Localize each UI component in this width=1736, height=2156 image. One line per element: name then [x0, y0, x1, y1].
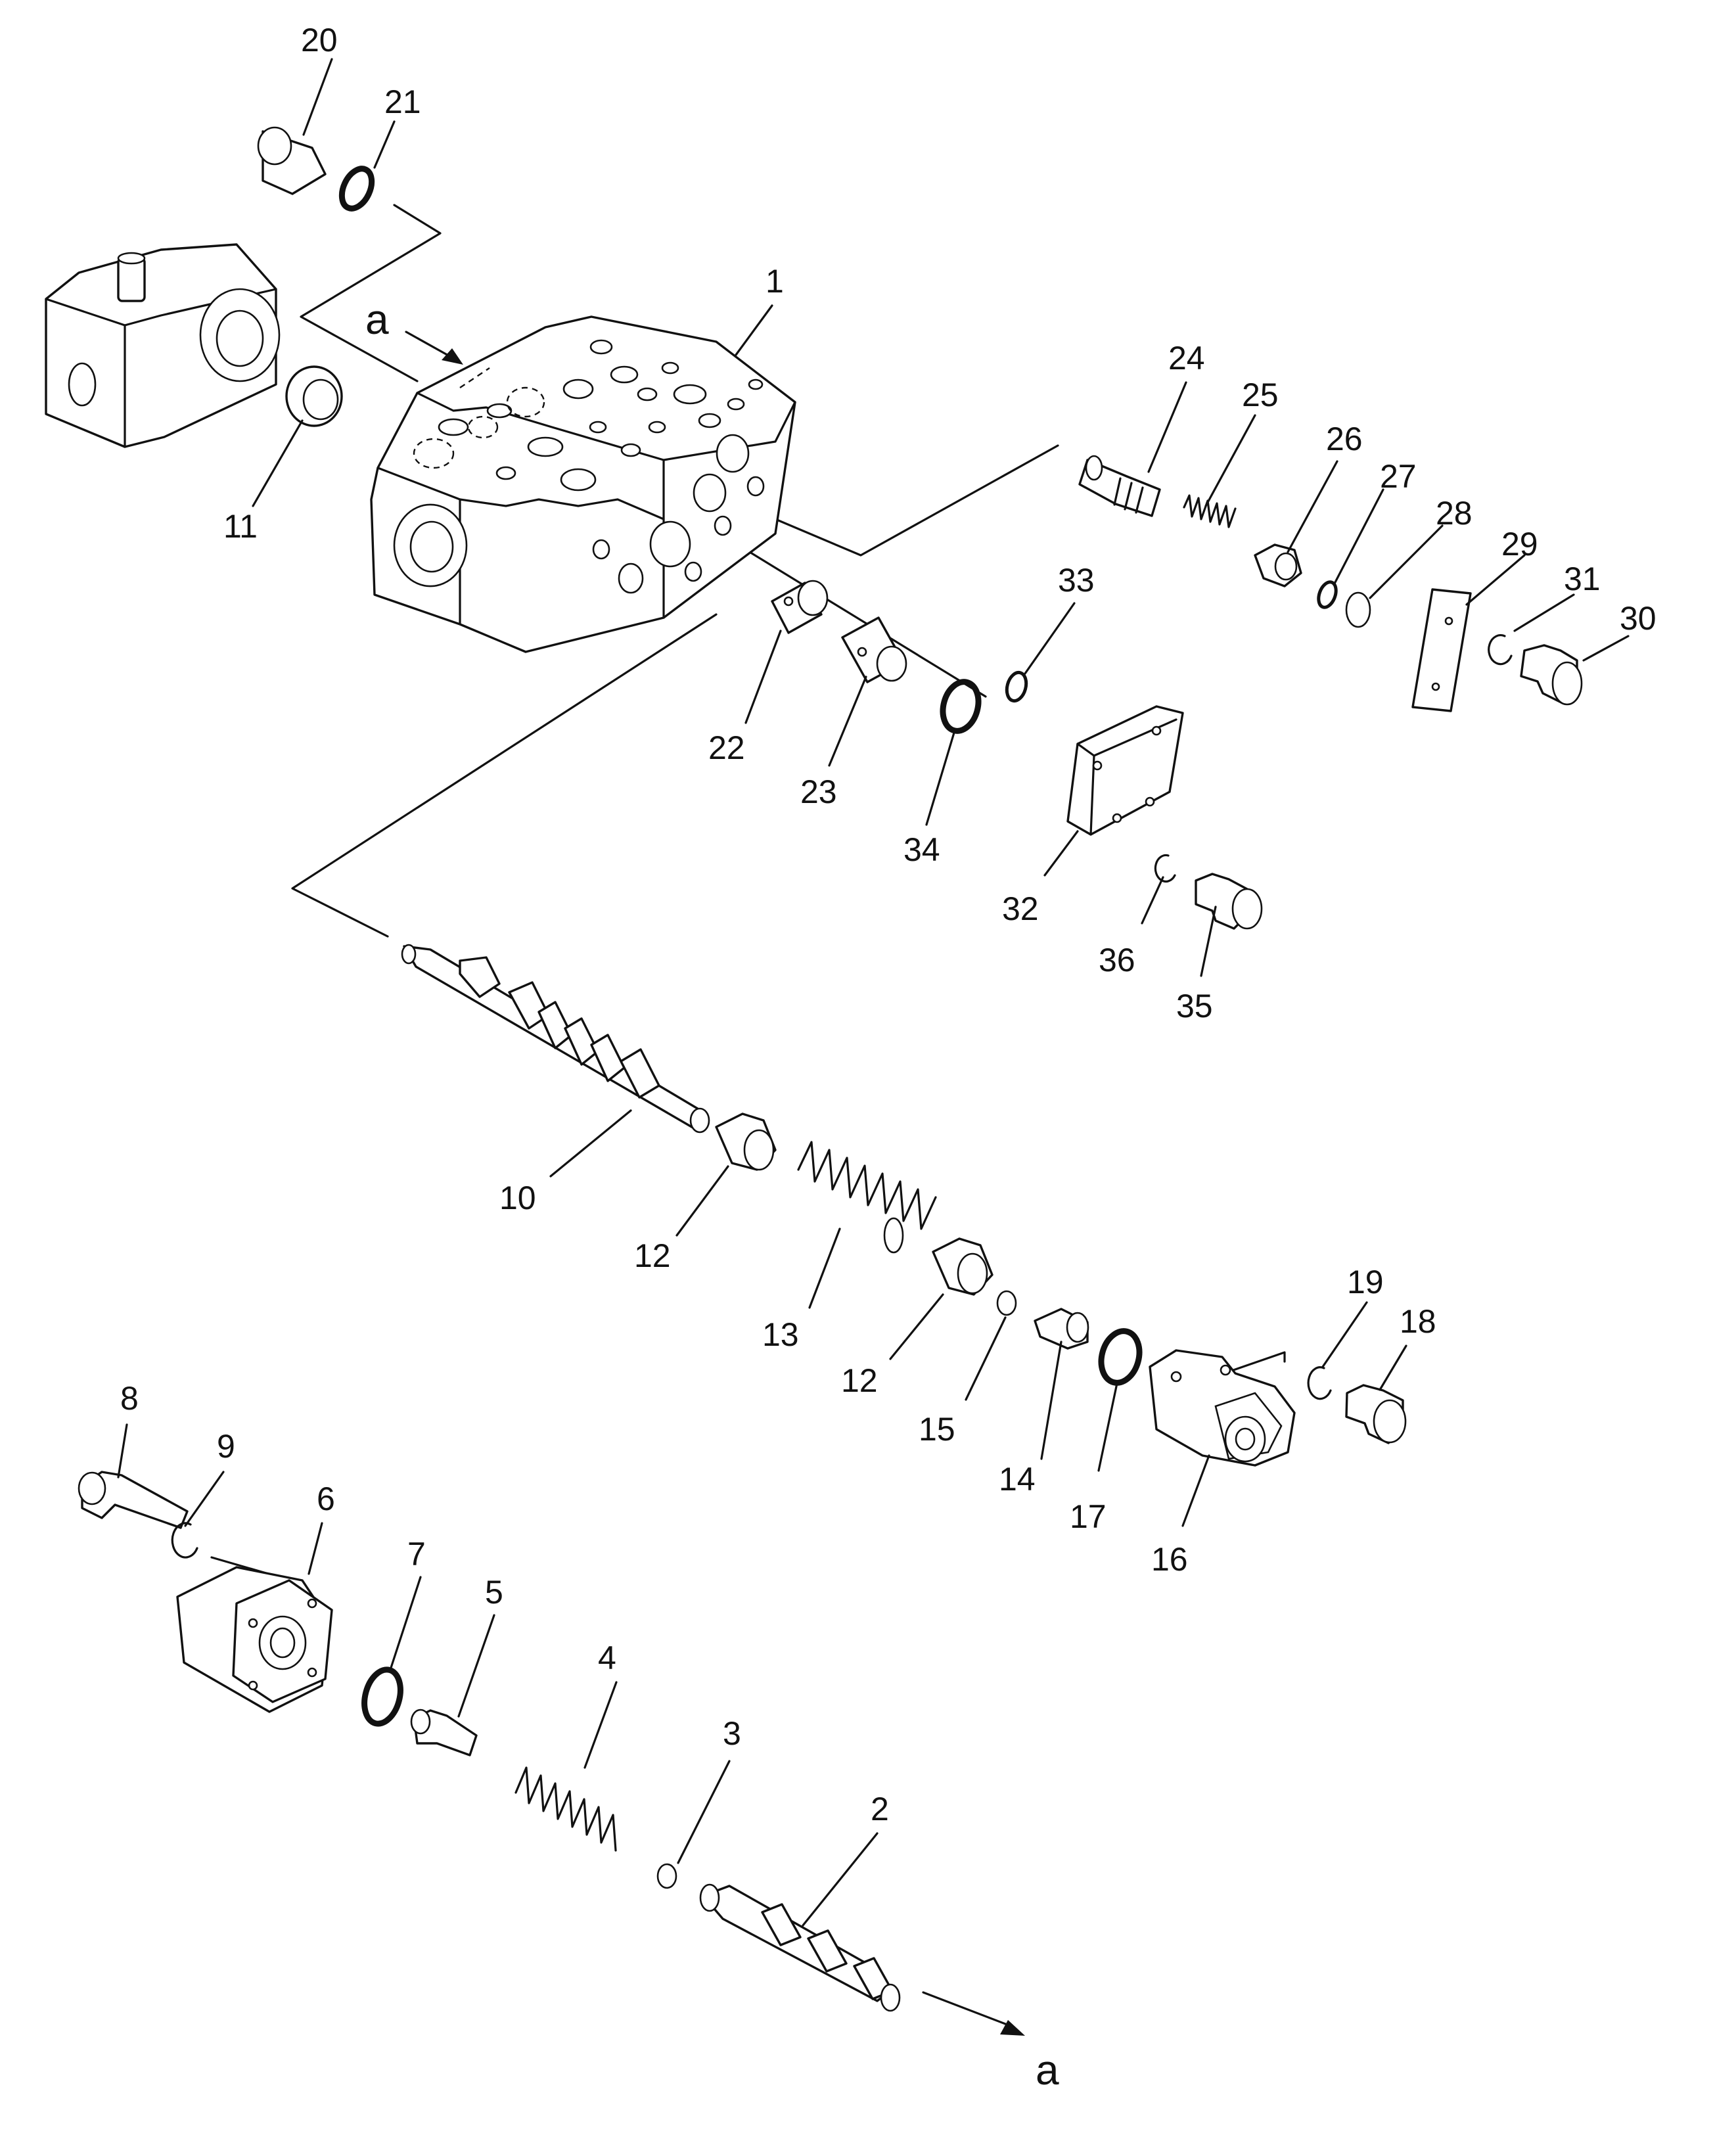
- label-19: 19: [1347, 1264, 1384, 1300]
- part-23-sleeve: [841, 616, 907, 683]
- label-27: 27: [1380, 458, 1417, 495]
- view-ref-bottom: a: [1036, 2046, 1059, 2094]
- label-35: 35: [1176, 988, 1213, 1024]
- label-23: 23: [800, 773, 837, 810]
- label-25: 25: [1242, 377, 1279, 413]
- label-26: 26: [1326, 421, 1363, 457]
- view-ref-top: a: [365, 296, 389, 343]
- label-31: 31: [1564, 561, 1601, 597]
- part-27-o-ring: [1317, 580, 1338, 609]
- part-labels: 1 2 3 4 5 6 7 8 9 10 11 12 13 12 14 15 1…: [120, 22, 1656, 1827]
- part-3-washer: [656, 1863, 677, 1889]
- part-7-o-ring: [361, 1666, 403, 1727]
- label-20: 20: [301, 22, 338, 58]
- part-24-poppet: [1078, 455, 1161, 517]
- part-15-washer: [996, 1290, 1017, 1316]
- part-30-bolt: [1520, 644, 1583, 706]
- label-13: 13: [762, 1316, 799, 1353]
- label-9: 9: [217, 1428, 235, 1465]
- label-32: 32: [1002, 890, 1039, 927]
- label-leaders: [117, 58, 1630, 1927]
- part-16-cap: [1149, 1349, 1296, 1467]
- part-19-lock-washer: [1307, 1366, 1332, 1400]
- part-8-bolt: [78, 1471, 189, 1529]
- part-34-o-ring: [940, 679, 982, 734]
- part-11-sleeve: [285, 365, 343, 427]
- label-10: 10: [499, 1180, 536, 1216]
- label-18: 18: [1400, 1303, 1436, 1340]
- label-11: 11: [223, 508, 258, 545]
- side-housing: [45, 243, 281, 448]
- part-21-o-ring: [338, 166, 375, 212]
- label-2: 2: [871, 1791, 889, 1827]
- part-13-spring: [797, 1141, 937, 1254]
- label-36: 36: [1099, 942, 1135, 978]
- view-arrow-bottom: a: [1000, 2020, 1059, 2094]
- label-7: 7: [407, 1536, 426, 1572]
- part-32-cover: [1066, 705, 1184, 836]
- label-22: 22: [708, 729, 745, 766]
- part-20-plug: [257, 126, 327, 195]
- part-25-spring: [1183, 494, 1237, 528]
- label-4: 4: [598, 1640, 616, 1676]
- part-17-o-ring: [1098, 1328, 1143, 1386]
- view-arrow-top: a: [365, 296, 463, 365]
- label-34: 34: [903, 831, 940, 868]
- part-31-lock-washer: [1488, 634, 1513, 666]
- label-21: 21: [384, 83, 421, 120]
- part-28-washer: [1345, 591, 1371, 628]
- label-14: 14: [999, 1461, 1036, 1498]
- part-5-stopper: [410, 1709, 478, 1756]
- part-12b-retainer: [932, 1237, 994, 1296]
- part-29-plate: [1411, 588, 1472, 712]
- label-30: 30: [1620, 600, 1656, 637]
- part-12a-retainer: [715, 1112, 777, 1171]
- body-ports: [438, 339, 765, 594]
- label-33: 33: [1058, 562, 1095, 599]
- part-14-stopper: [1034, 1308, 1089, 1350]
- internal-passages: [413, 367, 545, 469]
- label-8: 8: [120, 1380, 139, 1417]
- part-22-sleeve: [771, 580, 829, 634]
- label-12a: 12: [634, 1237, 671, 1274]
- valve-body: [370, 315, 796, 653]
- part-26-seat: [1254, 543, 1302, 587]
- label-1: 1: [765, 263, 784, 300]
- label-24: 24: [1168, 340, 1205, 377]
- label-5: 5: [485, 1574, 503, 1611]
- part-2-spool: [699, 1883, 901, 2012]
- label-28: 28: [1436, 495, 1473, 532]
- part-10-spool: [401, 944, 710, 1134]
- part-9-lock-washer: [171, 1522, 198, 1559]
- label-6: 6: [317, 1480, 335, 1517]
- part-33-o-ring: [1005, 670, 1028, 703]
- part-35-bolt: [1195, 873, 1263, 930]
- part-6-cover: [176, 1566, 333, 1713]
- label-17: 17: [1070, 1498, 1107, 1535]
- label-16: 16: [1151, 1541, 1188, 1578]
- label-3: 3: [723, 1715, 741, 1752]
- part-36-lock-washer: [1154, 854, 1176, 883]
- label-29: 29: [1501, 526, 1538, 562]
- part-4-spring: [514, 1766, 617, 1852]
- part-18-bolt: [1345, 1384, 1407, 1444]
- label-15: 15: [919, 1411, 955, 1448]
- label-12b: 12: [841, 1362, 878, 1399]
